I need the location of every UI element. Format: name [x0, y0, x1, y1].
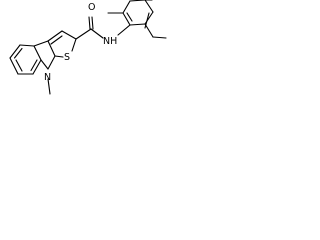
atom-label-oxygen: O — [88, 2, 95, 13]
atom-label-amide-nitrogen: NH — [103, 36, 117, 47]
bond — [122, 0, 131, 14]
bond — [54, 55, 64, 58]
bond — [9, 44, 21, 59]
atom-label-ring-nitrogen: N — [44, 72, 51, 83]
bond — [75, 28, 92, 40]
bond — [47, 30, 63, 42]
molecule-structure-drawing: O S NH N — [9, 0, 167, 95]
bond — [47, 55, 56, 70]
bond — [19, 44, 35, 47]
bond — [33, 40, 49, 47]
bond — [47, 40, 56, 57]
chemical-structure-canvas: O S NH N — [0, 0, 169, 110]
bond — [13, 47, 23, 59]
bond — [122, 12, 131, 26]
bond — [32, 59, 42, 75]
bond — [144, 23, 154, 38]
bond — [71, 38, 77, 52]
bond — [15, 59, 23, 72]
bond — [144, 0, 154, 13]
bond-lines — [9, 0, 167, 95]
bond — [129, 0, 146, 2]
atom-label-sulfur: S — [64, 52, 70, 63]
bond — [129, 23, 146, 26]
bond — [47, 78, 51, 95]
bond — [90, 28, 104, 39]
bond — [61, 30, 77, 40]
bond — [117, 24, 131, 36]
bond — [40, 59, 49, 70]
bond — [50, 35, 63, 45]
bond — [126, 12, 133, 22]
bond — [33, 45, 42, 61]
bond — [91, 16, 94, 30]
bond — [9, 57, 19, 75]
bond — [88, 16, 91, 30]
atom-labels: O S NH N — [44, 2, 117, 83]
bond — [30, 59, 38, 72]
bond — [152, 36, 167, 39]
